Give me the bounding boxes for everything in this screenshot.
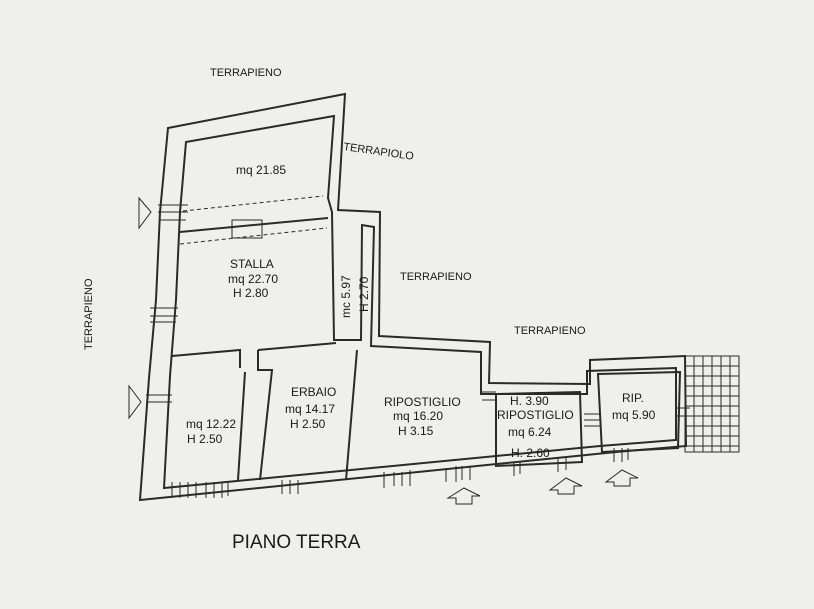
room-stalla-height: H 2.80 [233,286,269,300]
plan-title: PIANO TERRA [232,532,361,553]
room-erbaio-name: ERBAIO [291,385,336,399]
terrapieno-label-mid: TERRAPIENO [400,271,472,283]
room-stalla-name: STALLA [230,257,274,271]
room-ripostiglio2-height-bottom: H. 2.60 [511,446,550,460]
entrance-arrow-icon [446,487,481,505]
entrance-arrow-icon [604,469,639,487]
terrapieno-label-slanted: TERRAPIOLO [343,141,415,163]
room-ripostiglio1-height: H 3.15 [398,424,434,438]
room-left-area: mq 12.22 [186,417,236,431]
fireplace [231,219,263,239]
room-left-height: H 2.50 [187,432,223,446]
room-stalla-area: mq 22.70 [228,272,278,286]
room-corridor-height: H 2.70 [357,276,371,312]
room-rip-area: mq 5.90 [612,408,656,422]
terrapieno-label-left: TERRAPIENO [83,278,95,350]
internal-walls [171,195,682,481]
room-ripostiglio2-name: RIPOSTIGLIO [497,408,574,422]
room-upper-area: mq 21.85 [236,163,286,177]
openings [146,204,690,498]
room-ripostiglio1-name: RIPOSTIGLIO [384,395,461,409]
room-ripostiglio2-height-top: H. 3.90 [510,394,549,408]
terrapieno-label-top: TERRAPIENO [210,67,282,79]
entrance-arrow-icon [548,477,583,495]
room-erbaio-height: H 2.50 [290,417,326,431]
entrance-arrows [128,196,639,505]
room-ripostiglio1-area: mq 16.20 [393,409,443,423]
room-corridor-area: mc 5.97 [339,275,353,318]
entrance-arrow-icon [138,196,152,230]
room-erbaio-area: mq 14.17 [285,402,335,416]
outer-walls [138,92,688,502]
room-ripostiglio2-area: mq 6.24 [508,425,552,439]
terrace-grid [684,355,740,453]
terrapieno-label-right: TERRAPIENO [514,325,586,337]
room-rip-name: RIP. [622,391,644,405]
entrance-arrow-icon [128,384,142,420]
